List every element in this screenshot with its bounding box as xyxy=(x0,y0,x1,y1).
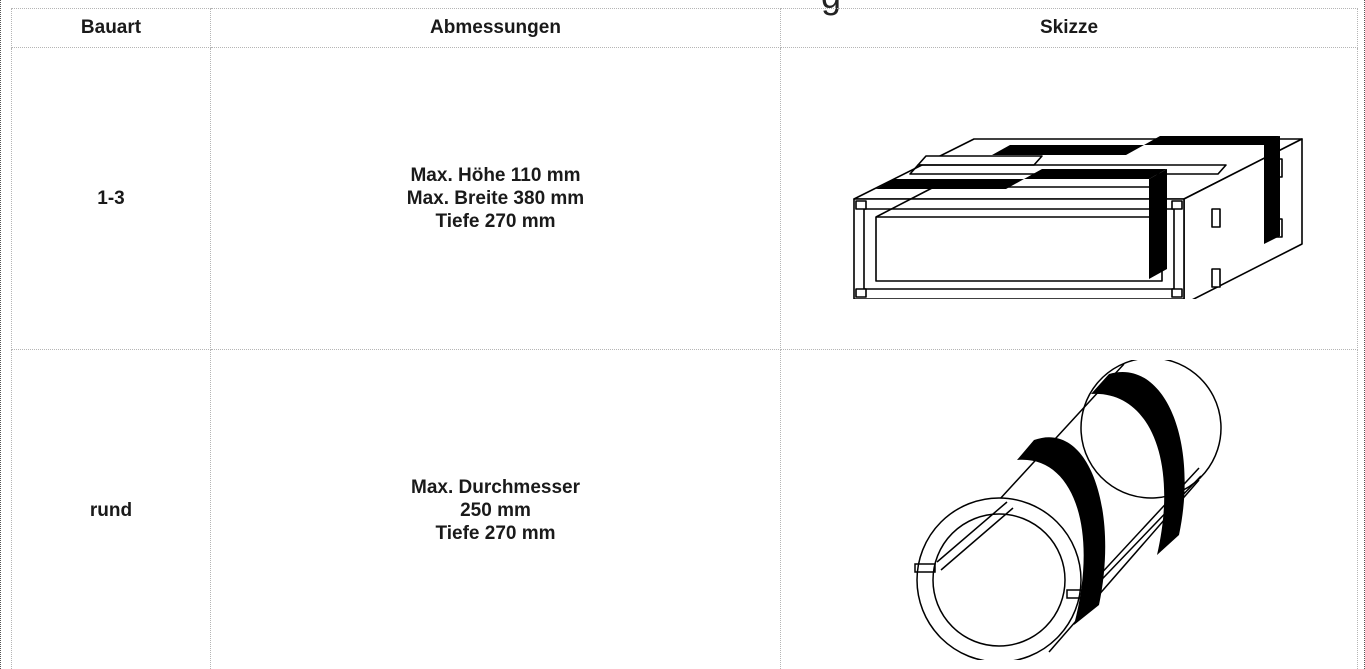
cell-skizze xyxy=(780,349,1358,669)
table-row: rund Max. Durchmesser 250 mm Tiefe 270 m… xyxy=(11,349,1358,669)
header-skizze: Skizze xyxy=(780,8,1358,48)
cell-skizze xyxy=(780,47,1358,350)
header-bauart: Bauart xyxy=(11,8,211,48)
cell-bauart: rund xyxy=(11,349,211,669)
cell-bauart: 1-3 xyxy=(11,47,211,350)
dimension-line: Max. Breite 380 mm xyxy=(406,188,585,209)
dimension-line: Tiefe 270 mm xyxy=(435,522,556,544)
table-row: 1-3 Max. Höhe 110 mm Max. Breite 380 mm … xyxy=(11,47,1358,350)
rectangular-box-sketch-icon xyxy=(853,135,1303,299)
header-abmessungen: Abmessungen xyxy=(210,8,781,48)
table-header-row: Bauart Abmessungen Skizze xyxy=(11,8,1358,48)
cell-abmessungen: Max. Durchmesser 250 mm Tiefe 270 mm xyxy=(210,349,781,669)
dimension-line: Tiefe 270 mm xyxy=(435,211,556,232)
cell-abmessungen: Max. Höhe 110 mm Max. Breite 380 mm Tief… xyxy=(210,47,781,350)
dimension-line: Max. Höhe 110 mm xyxy=(410,165,581,186)
dimension-line: Max. Durchmesser xyxy=(411,476,580,498)
dimension-line: 250 mm xyxy=(460,499,531,521)
round-tube-sketch-icon xyxy=(914,360,1222,660)
dimensions-table: Bauart Abmessungen Skizze 1-3 Max. Höhe … xyxy=(11,8,1358,669)
